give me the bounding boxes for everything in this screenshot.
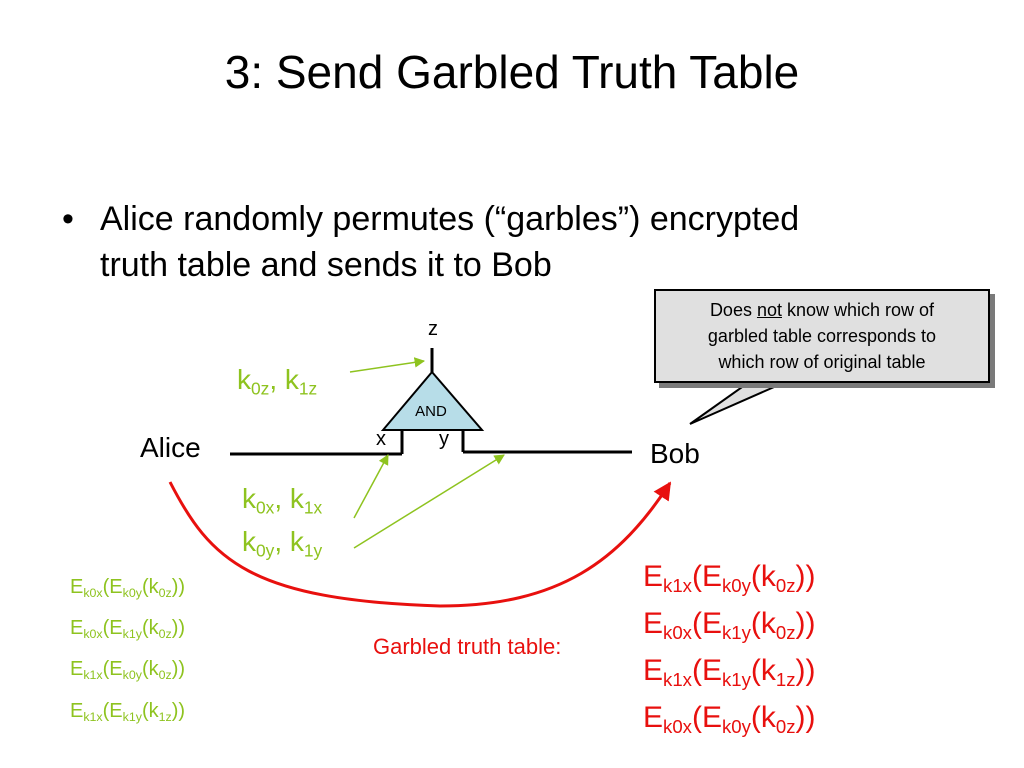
subscript: k1y — [122, 626, 142, 641]
subscript: k0y — [122, 667, 142, 682]
wire-x-label: x — [376, 428, 386, 450]
subscript: k0x — [83, 626, 103, 641]
callout-note: Does not know which row of garbled table… — [654, 289, 990, 383]
bullet-dot: • — [62, 200, 74, 238]
subscript: k0y — [122, 585, 142, 600]
subscript: k0y — [721, 574, 751, 596]
send-arrow — [168, 481, 672, 608]
wire-z-label: z — [428, 318, 438, 340]
subscript: k1x — [663, 574, 692, 596]
subscript: 0z — [775, 621, 796, 643]
subscript: k0x — [663, 715, 692, 737]
and-gate-shape — [380, 370, 485, 431]
keys-y: k0y, k1y — [242, 526, 323, 561]
subscript: k0x — [663, 621, 692, 643]
subscript: 1x — [303, 497, 323, 518]
garbled-table-row: Ek0x(Ek1y(k0z)) — [643, 607, 816, 643]
subscript: 0z — [775, 574, 796, 596]
and-gate-label: AND — [415, 403, 447, 420]
keys-x: k0x, k1x — [242, 483, 323, 518]
arrow-key-x — [353, 454, 389, 519]
wire-y-label: y — [439, 428, 449, 450]
subscript: 0z — [775, 715, 796, 737]
subscript: 1z — [158, 709, 172, 724]
callout-tail — [689, 379, 791, 425]
subscript: k1y — [122, 709, 142, 724]
subscript: 0y — [256, 540, 275, 561]
callout-line-2: garbled table corresponds to — [707, 326, 937, 346]
subscript: k1x — [83, 709, 103, 724]
subscript: k1y — [721, 621, 751, 643]
subscript: 1y — [303, 540, 323, 561]
keys-z: k0z, k1z — [237, 364, 318, 399]
garbled-table-row: Ek1x(Ek1y(k1z)) — [643, 654, 816, 690]
subscript: 1z — [775, 668, 796, 690]
bullet-line-1: Alice randomly permutes (“garbles”) encr… — [100, 200, 800, 238]
bob-label: Bob — [650, 438, 700, 469]
subscript: 0x — [256, 497, 275, 518]
original-table-row: Ek1x(Ek1y(k1z)) — [70, 700, 186, 724]
original-table-row: Ek0x(Ek1y(k0z)) — [70, 617, 186, 641]
garbled-table-row: Ek0x(Ek0y(k0z)) — [643, 701, 816, 737]
subscript: k0x — [83, 585, 103, 600]
arrow-key-z — [349, 357, 426, 373]
subscript: 1z — [298, 378, 318, 399]
garbled-table-row: Ek1x(Ek0y(k0z)) — [643, 560, 816, 596]
subscript: k1y — [721, 668, 751, 690]
bullet-line-2: truth table and sends it to Bob — [100, 246, 552, 284]
subscript: k1x — [83, 667, 103, 682]
subscript: k0y — [721, 715, 751, 737]
subscript: k1x — [663, 668, 692, 690]
original-table-row: Ek0x(Ek0y(k0z)) — [70, 576, 186, 600]
alice-label: Alice — [140, 432, 201, 463]
arrow-key-y — [353, 454, 505, 549]
slide-title: 3: Send Garbled Truth Table — [224, 46, 800, 98]
bullet-text: Alice randomly permutes (“garbles”) encr… — [100, 196, 799, 288]
subscript: 0z — [158, 626, 172, 641]
subscript: 0z — [158, 585, 172, 600]
subscript: 0z — [251, 378, 270, 399]
original-table-row: Ek1x(Ek0y(k0z)) — [70, 658, 186, 682]
callout-emphasis: not — [756, 300, 782, 320]
subscript: 0z — [158, 667, 172, 682]
callout-line-1: Does not know which row of — [709, 300, 935, 320]
callout-line-3: which row of original table — [718, 352, 926, 372]
garbled-table-label: Garbled truth table: — [373, 634, 562, 659]
